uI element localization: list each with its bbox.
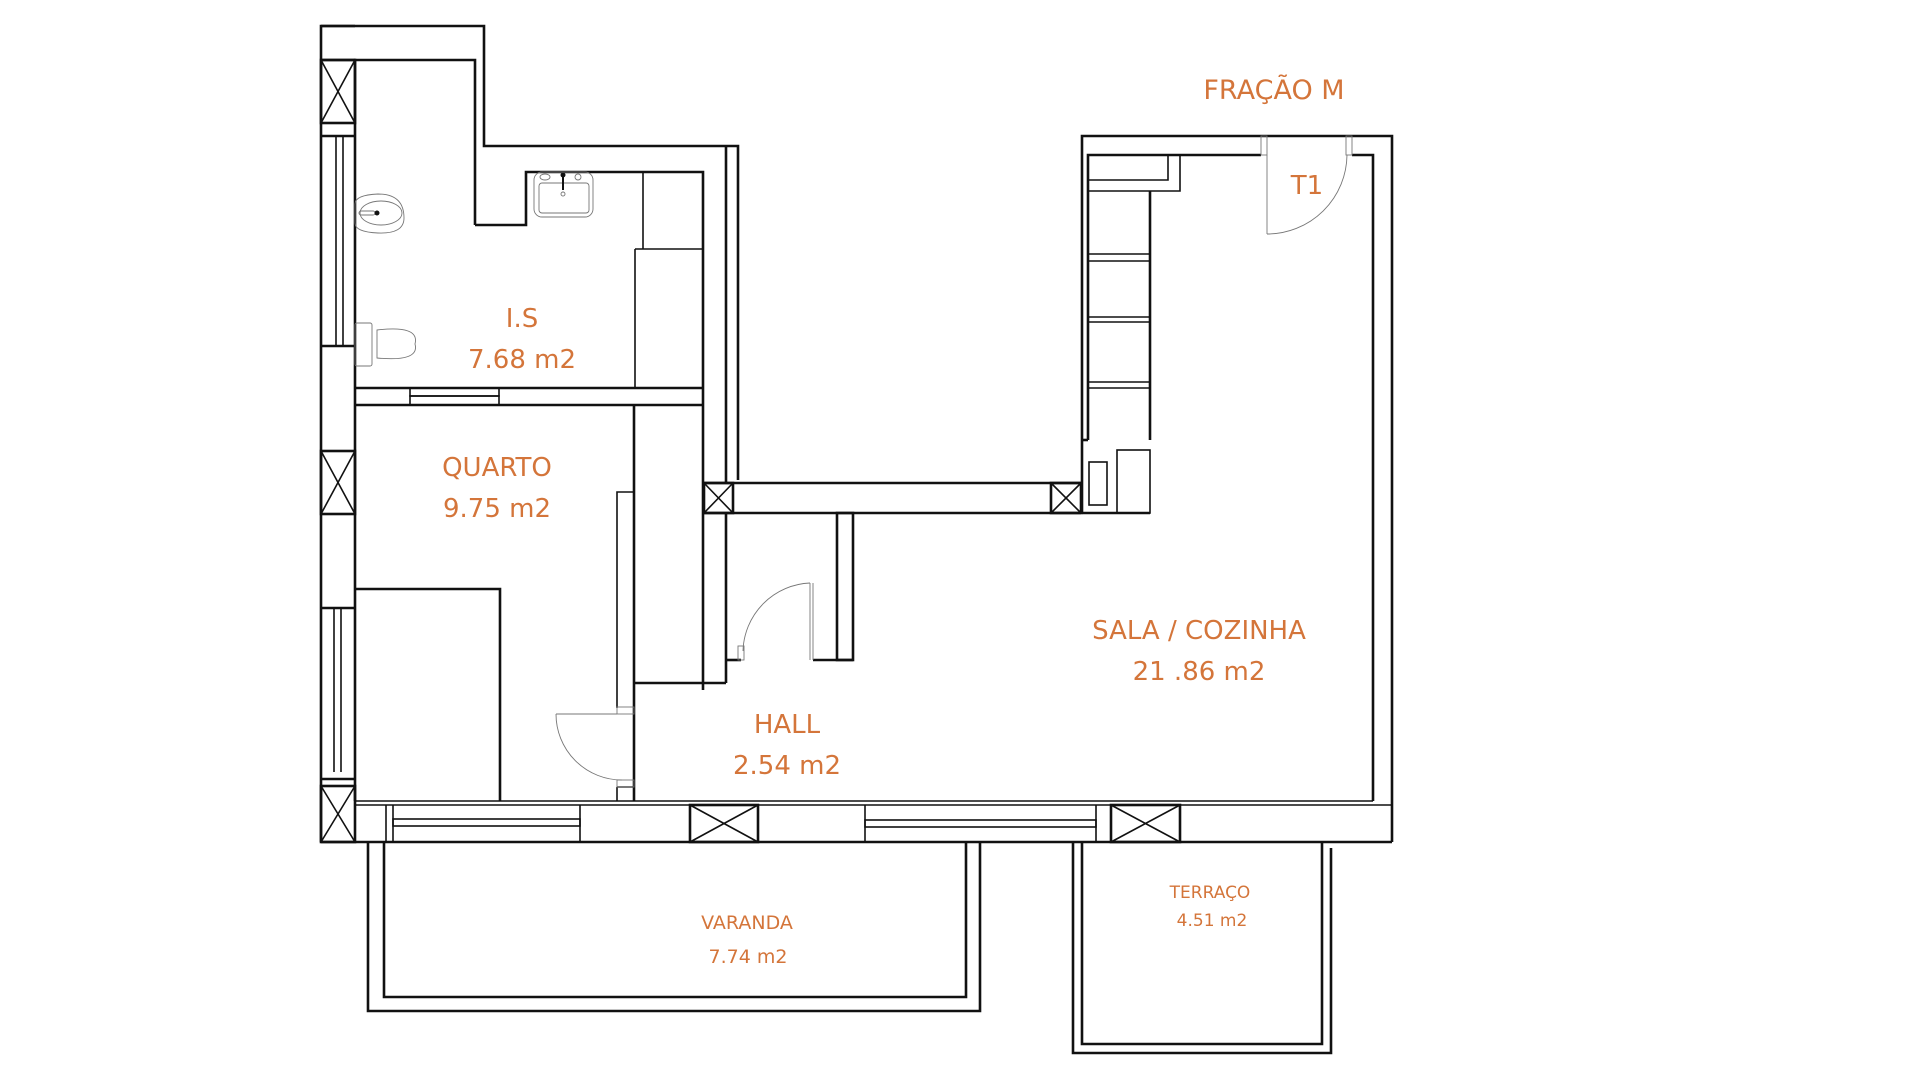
bottom-facade xyxy=(321,800,1392,844)
room-name-is: I.S xyxy=(506,304,538,334)
walls-living-block xyxy=(1080,134,1394,842)
left-windows xyxy=(319,58,357,844)
bidet-icon xyxy=(354,193,405,234)
varanda-outline xyxy=(366,842,982,1013)
room-name-sala: SALA / COZINHA xyxy=(1092,616,1306,646)
door-entrance xyxy=(1260,135,1353,235)
door-quarto xyxy=(555,706,635,788)
room-name-quarto: QUARTO xyxy=(442,453,552,483)
sink-icon xyxy=(533,171,594,218)
room-name-hall: HALL xyxy=(754,710,821,740)
terraco-outline xyxy=(1071,842,1333,1055)
room-area-is: 7.68 m2 xyxy=(468,345,576,375)
door-hall xyxy=(737,582,814,661)
toilet-icon xyxy=(354,322,416,367)
plan-title: FRAÇÃO M xyxy=(1203,74,1344,106)
room-name-varanda: VARANDA xyxy=(701,912,793,934)
room-area-quarto: 9.75 m2 xyxy=(443,494,551,524)
walls-left-block xyxy=(319,24,740,842)
room-area-varanda: 7.74 m2 xyxy=(709,946,788,968)
room-area-sala: 21 .86 m2 xyxy=(1133,657,1266,687)
room-name-terraco: TERRAÇO xyxy=(1169,883,1251,903)
corridor-wall xyxy=(702,481,1083,662)
room-area-hall: 2.54 m2 xyxy=(733,751,841,781)
room-area-terraco: 4.51 m2 xyxy=(1177,911,1248,931)
typology-label: T1 xyxy=(1290,171,1323,201)
